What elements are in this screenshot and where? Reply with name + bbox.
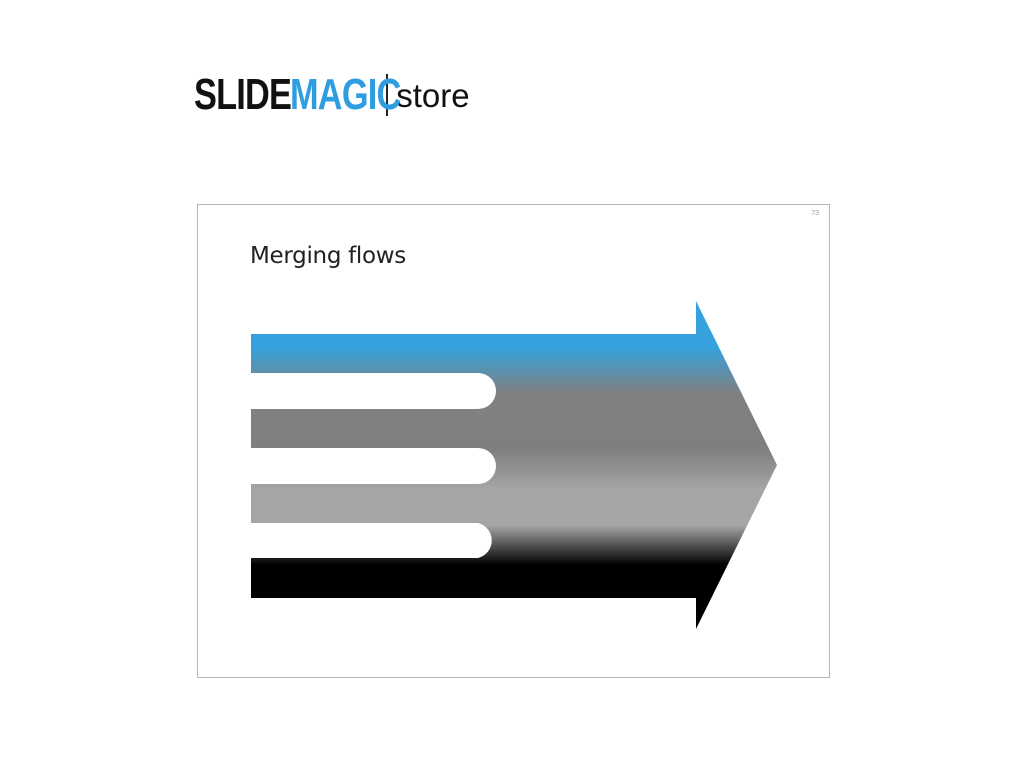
merged-arrow-shape bbox=[251, 301, 777, 629]
slidemagic-store-logo: SLIDE MAGIC store bbox=[194, 70, 470, 120]
logo-text-store: store bbox=[396, 76, 470, 114]
slide-page-number: 73 bbox=[811, 210, 819, 217]
merging-flows-arrow bbox=[251, 301, 777, 629]
logo-divider bbox=[386, 74, 389, 116]
logo-text-slide: SLIDE bbox=[194, 70, 292, 119]
slide-preview: 73 Merging flows bbox=[197, 204, 830, 678]
logo-text-magic: MAGIC bbox=[289, 70, 401, 119]
slide-title: Merging flows bbox=[250, 243, 406, 269]
